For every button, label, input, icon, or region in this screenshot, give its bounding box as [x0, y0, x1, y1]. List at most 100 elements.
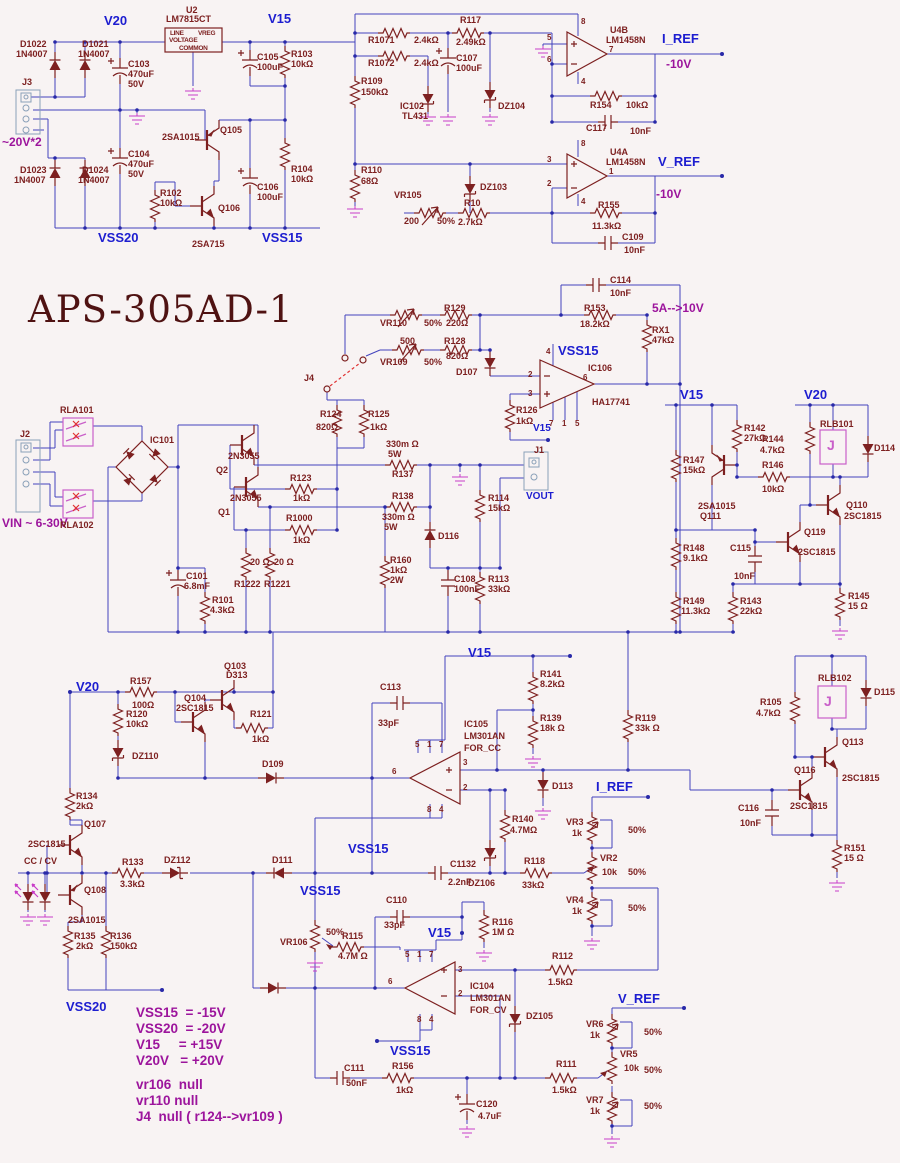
label-ic105: IC105 [464, 719, 489, 729]
label-r128v: 820Ω [446, 351, 469, 361]
relay-rla102 [62, 489, 94, 519]
label-q103: Q103 [224, 661, 247, 671]
label-u2-part: LM7815CT [166, 14, 212, 24]
label-d1022v: 1N4007 [16, 49, 48, 59]
label-r156: R156 [392, 1061, 414, 1071]
opamp-u4a [566, 152, 609, 200]
label-ic105-p5: 5 [415, 740, 420, 749]
label-c103v: 470uF [128, 69, 155, 79]
diode-d114 [861, 435, 875, 463]
label-u4b-p5: 5 [547, 33, 552, 42]
label-vr6v: 1k [590, 1030, 601, 1040]
label-r149v: 11.3kΩ [681, 606, 711, 616]
cap-c116 [764, 799, 780, 827]
label-r10v: 2.7kΩ [458, 217, 483, 227]
label-c1132v: 2.2nF [448, 877, 472, 887]
res-r101 [199, 591, 211, 625]
label-d1023v: 1N4007 [14, 175, 46, 185]
label-d116: D116 [438, 531, 460, 541]
label-rlb102-j: J [824, 693, 832, 709]
connector-j3 [15, 89, 41, 135]
label-v20-r: V20 [804, 387, 828, 402]
label-r120: R120 [126, 709, 148, 719]
label-r115: R115 [342, 931, 364, 941]
label-c104: C104 [128, 149, 150, 159]
label-r137: R137 [392, 469, 414, 479]
connector-j1 [523, 451, 549, 491]
label-q104v: 2SC1815 [176, 703, 214, 713]
res-r104 [279, 137, 291, 171]
label-r110v: 68Ω [361, 176, 379, 186]
label-c120: C120 [476, 1099, 498, 1109]
label-vr2p: 50% [628, 867, 647, 877]
label-r160v: 1kΩ [390, 565, 408, 575]
label-vr109: VR109 [380, 357, 408, 367]
label-ic106-p6: 6 [583, 373, 588, 382]
res-r146 [757, 471, 791, 483]
label-r153v: 18.2kΩ [580, 319, 610, 329]
label-r10: R10 [464, 198, 481, 208]
label-r134v: 2kΩ [76, 801, 94, 811]
label-d113: D113 [552, 781, 574, 791]
wires-rlb102-block [628, 655, 867, 878]
label-ic105-p8: 8 [427, 805, 432, 814]
cap-c108 [440, 569, 456, 597]
label-c116: C116 [738, 803, 760, 813]
label-u4a: U4A [610, 147, 629, 157]
label-ic105-p4: 4 [439, 805, 444, 814]
diode-d107 [483, 349, 497, 377]
label-ic106-p2: 2 [528, 370, 533, 379]
label-r126: R126 [516, 405, 538, 415]
cap-c114 [585, 277, 607, 293]
label-r141v: 8.2kΩ [540, 679, 565, 689]
label-r129: R129 [444, 303, 466, 313]
transistor-q111 [710, 443, 738, 487]
label-c106: C106 [257, 182, 279, 192]
transistor-q106 [188, 184, 216, 228]
switch-j4 [323, 354, 367, 393]
label-ic104-p5: 5 [405, 950, 410, 959]
label-u2-voltage: VOLTAGE [169, 37, 198, 44]
label-r146: R146 [762, 460, 784, 470]
label-vr6: VR6 [586, 1019, 604, 1029]
cap-c120 [454, 1093, 476, 1121]
pot-vr5 [606, 1051, 618, 1085]
label-ic104: IC104 [470, 981, 495, 991]
label-r139: R139 [540, 713, 562, 723]
label-r154v: 10kΩ [626, 100, 649, 110]
res-r109 [349, 75, 361, 109]
res-r143 [727, 591, 739, 625]
label-r138: R138 [392, 491, 414, 501]
label-q2v: 2N3055 [228, 451, 260, 461]
label-vss15-top: VSS15 [262, 230, 303, 245]
label-vr3: VR3 [566, 817, 584, 827]
label-r109v: 150kΩ [361, 87, 389, 97]
label-c109: C109 [622, 232, 644, 242]
label-r123v: 1kΩ [293, 493, 311, 503]
res-r149 [670, 591, 682, 625]
label-r160: R160 [390, 555, 412, 565]
label-c106v: 100uF [257, 192, 284, 202]
schematic-title: APS-305AD-1 [28, 288, 294, 331]
res-r102 [149, 189, 161, 223]
label-r145v: 15 Ω [848, 601, 868, 611]
wires-cv-block [18, 819, 684, 1134]
label-r154: R154 [590, 100, 612, 110]
res-r156 [381, 1072, 415, 1084]
res-r110 [349, 169, 361, 203]
label-r157: R157 [130, 676, 152, 686]
relay-rlb101-box [819, 429, 847, 465]
label-vr105: VR105 [394, 190, 422, 200]
label-d109: D109 [262, 759, 284, 769]
label-u4a-p1: 1 [609, 167, 614, 176]
vreg-u2-box [164, 27, 223, 53]
label-q1: Q1 [218, 507, 231, 517]
transistor-q110 [814, 483, 842, 527]
label-ic104-p2: 2 [458, 989, 463, 998]
label-r156v: 1kΩ [396, 1085, 414, 1095]
label-q111: Q111 [700, 511, 722, 521]
opamp-ic106 [539, 359, 596, 409]
label-r110: R110 [361, 165, 383, 175]
label-d1021v: 1N4007 [78, 49, 110, 59]
label-r136v: 150kΩ [110, 941, 138, 951]
